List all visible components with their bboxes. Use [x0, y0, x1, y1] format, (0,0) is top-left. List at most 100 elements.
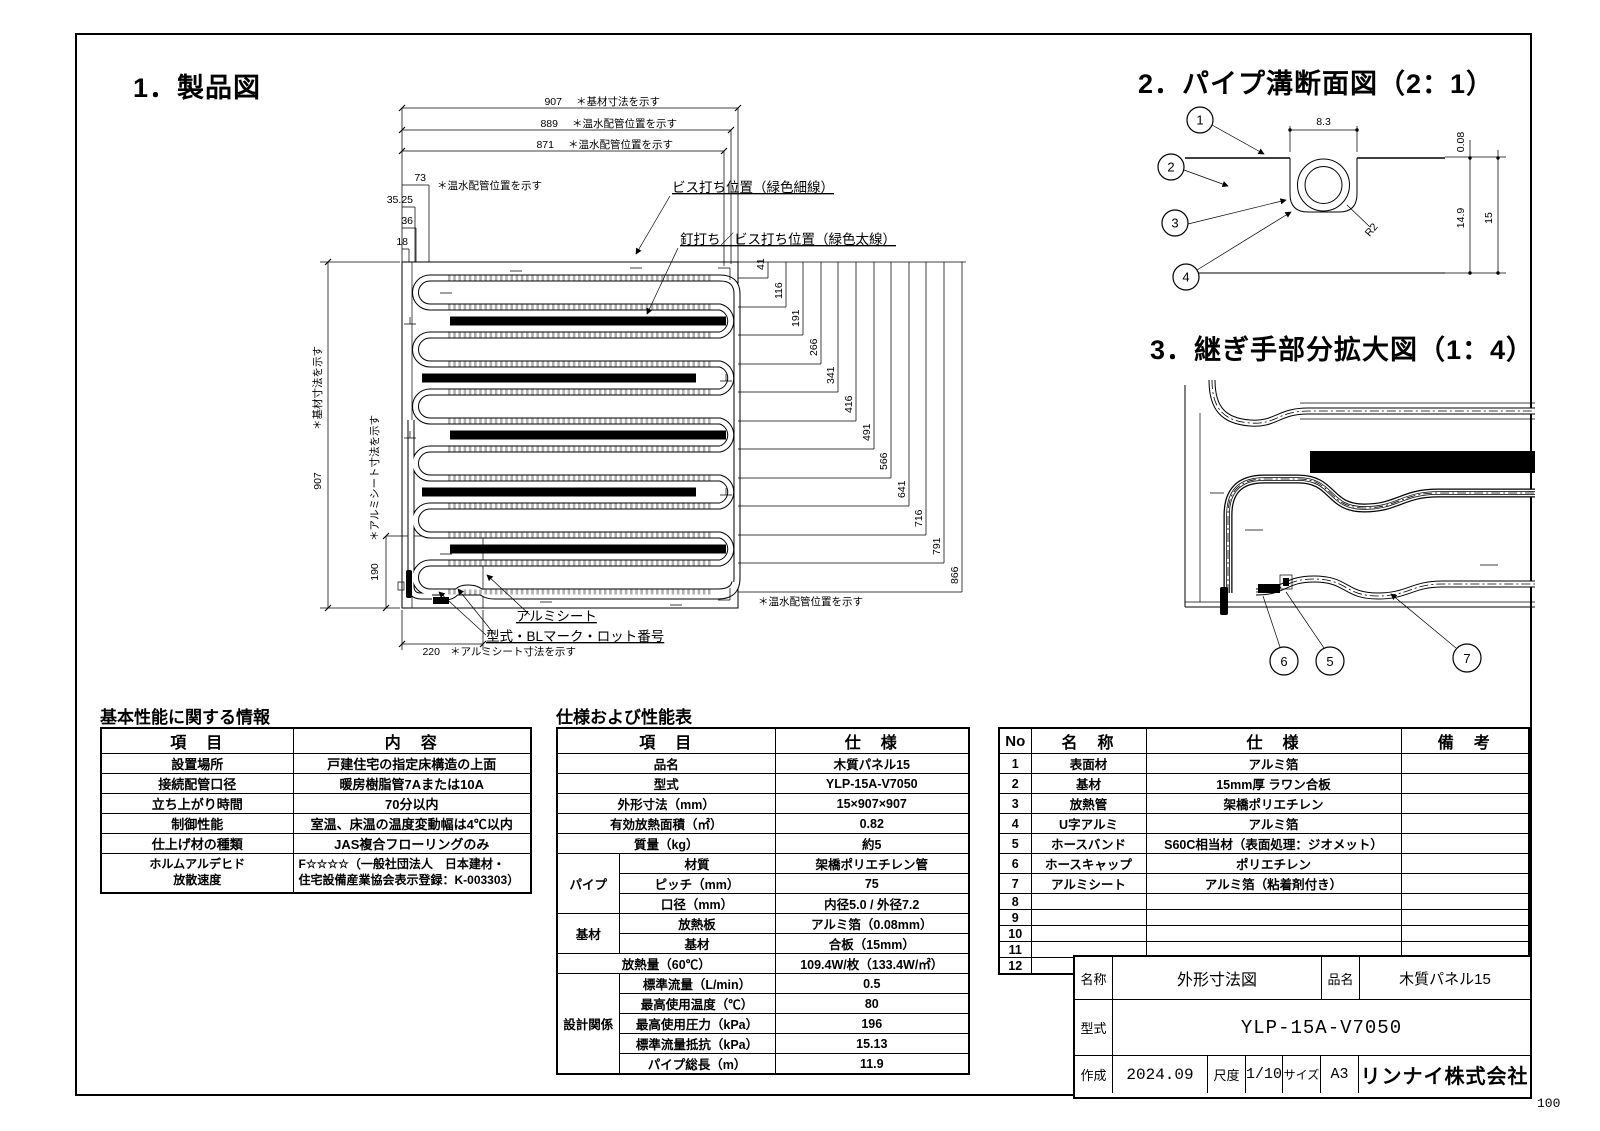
cell-value: 196	[774, 1013, 970, 1034]
name-label: 名称	[1075, 957, 1113, 999]
section2-title: 2．パイプ溝断面図（2：1）	[1138, 69, 1495, 99]
cell-value: 75	[774, 873, 970, 894]
table-header-row: 項 目 仕 様	[556, 727, 970, 754]
cell-value: 内径5.0 / 外径7.2	[774, 893, 970, 914]
cell-note	[1400, 873, 1530, 894]
dim-8-3: 8.3	[1316, 116, 1331, 128]
cell-name	[1030, 925, 1147, 942]
ladder-341: 341	[825, 366, 837, 384]
note-871: ＊温水配管位置を示す	[568, 138, 673, 151]
ladder-716: 716	[913, 509, 925, 527]
ladder-566: 566	[878, 452, 890, 470]
cell-item: 質量（kg）	[556, 833, 776, 854]
cell-spec	[1145, 925, 1402, 942]
table-row: 10	[998, 925, 1530, 942]
hose-band-part	[1258, 584, 1280, 593]
ladder-491: 491	[861, 423, 873, 441]
joint-balloons: 6 5 7	[1262, 591, 1482, 676]
model-label: 型式	[1075, 1000, 1113, 1055]
cell-value: 109.4W/枚（133.4W/㎡）	[774, 953, 970, 974]
joint-connector-detail	[397, 570, 449, 604]
table-row: 口径（mm）内径5.0 / 外径7.2	[557, 893, 970, 914]
cell-spec: アルミ箔	[1145, 813, 1402, 834]
cell-item: 型式	[556, 773, 776, 794]
joint-nail-bar	[1310, 451, 1535, 473]
dim-889: 889	[540, 118, 558, 130]
cell-item: 標準流量抵抗（kPa）	[618, 1033, 776, 1054]
table-row: 接続配管口径暖房樹脂管7Aまたは10A	[100, 773, 532, 794]
cell-value: 戸建住宅の指定床構造の上面	[292, 753, 532, 774]
screw-position-label: ビス打ち位置（緑色細線）	[672, 179, 834, 195]
balloon-3: 3	[1171, 216, 1178, 231]
balloon-6: 6	[1280, 654, 1287, 669]
dim-35-25: 35.25	[387, 194, 413, 206]
table-row: 8	[998, 893, 1530, 910]
cell-note	[1400, 853, 1530, 874]
cell-value: 80	[774, 993, 970, 1014]
dim-14-9: 14.9	[1455, 208, 1467, 229]
dim-r2: R2	[1363, 221, 1381, 239]
cell-name: 基材	[1030, 773, 1147, 794]
basic-table-title: 基本性能に関する情報	[100, 708, 270, 727]
note-left-907: ＊基材寸法を示す	[311, 346, 324, 430]
cell-note	[1400, 909, 1530, 926]
ladder-191: 191	[790, 309, 802, 327]
cell-item: 品名	[556, 753, 776, 774]
joint-enlarged-drawing: 6 5 7	[1184, 379, 1535, 676]
table-row: 基材放熱板アルミ箔（0.08mm）	[556, 913, 970, 954]
joint-pipes	[1208, 379, 1535, 600]
table-row: 質量（kg）約5	[556, 833, 970, 854]
hose-end-part	[1220, 587, 1228, 615]
cell-no: 7	[998, 873, 1032, 894]
position-marks	[404, 267, 732, 606]
note-bottom-right: ＊温水配管位置を示す	[758, 595, 863, 608]
cell-name: 放熱管	[1030, 793, 1147, 814]
header-cell: 仕 様	[774, 727, 970, 754]
balloon-2: 2	[1167, 160, 1174, 175]
note-73: ＊温水配管位置を示す	[437, 179, 542, 192]
alumi-sheet-label: アルミシート	[516, 609, 597, 624]
cell-no: 12	[998, 957, 1032, 975]
cell-name	[1030, 909, 1147, 926]
groove-section-drawing: 8.3 0.08 14.9 15 R2 1 2 3 4	[1157, 106, 1506, 291]
cell-value: 木質パネル15	[774, 753, 970, 774]
title-block: 名称 外形寸法図 品名 木質パネル15 型式 YLP-15A-V7050 作成 …	[1073, 955, 1532, 1099]
cell-no: 2	[998, 773, 1032, 794]
hose-cap-part	[1279, 574, 1293, 590]
dim-18: 18	[396, 236, 408, 248]
cell-note	[1400, 893, 1530, 910]
cell-item: 立ち上がり時間	[100, 793, 294, 814]
cell-value: 0.82	[774, 813, 970, 834]
cell-name: ホースバンド	[1030, 833, 1147, 854]
cell-name	[1030, 893, 1147, 910]
ladder-416: 416	[843, 395, 855, 413]
title-block-row-name: 名称 外形寸法図 品名 木質パネル15	[1075, 957, 1530, 1000]
page-number: 100	[1537, 1096, 1561, 1111]
spec-table-title: 仕様および性能表	[556, 708, 692, 727]
cell-item: 設置場所	[100, 753, 294, 774]
table-row: 設計関係標準流量（L/min）0.5	[556, 973, 970, 1075]
product-name: 木質パネル15	[1399, 970, 1491, 988]
cell-no: 9	[998, 909, 1032, 926]
groove-geometry	[1185, 156, 1506, 274]
ladder-791: 791	[931, 537, 943, 555]
scale-label: 尺度	[1208, 1056, 1246, 1093]
cell-name: 表面材	[1030, 753, 1147, 774]
product-name-label: 品名	[1322, 957, 1360, 999]
cell-name: アルミシート	[1030, 873, 1147, 894]
size-value: A3	[1321, 1056, 1359, 1093]
cell-item: 制御性能	[100, 813, 294, 834]
cell-value: アルミ箔（0.08mm）	[774, 913, 970, 934]
nail-line-bars	[422, 316, 726, 554]
note-220: ＊アルミシート寸法を示す	[450, 645, 576, 658]
dim-left-907: 907	[312, 472, 324, 490]
cell-spec: 架橋ポリエチレン	[1145, 793, 1402, 814]
